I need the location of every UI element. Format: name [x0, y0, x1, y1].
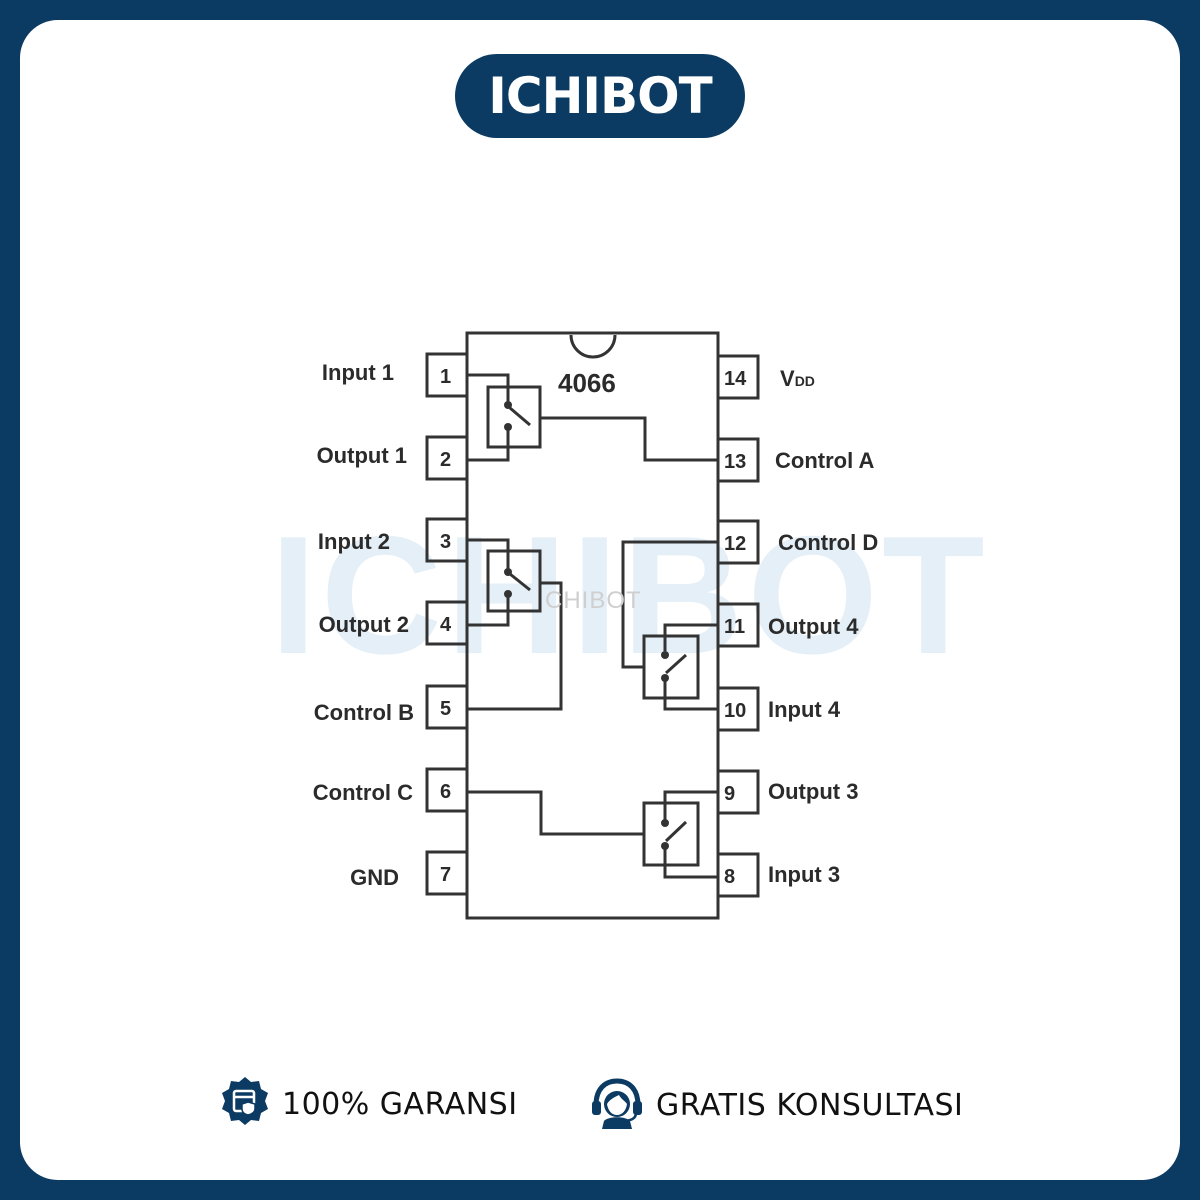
pin-number-1: 1: [440, 366, 451, 388]
small-watermark: CHIBOT: [545, 587, 642, 614]
pin-number-4: 4: [440, 614, 452, 636]
chip-name: 4066: [558, 368, 616, 398]
pin-box-14: [716, 354, 760, 400]
product-card: ICHIBOT ICHIBOT: [20, 20, 1180, 1180]
brand-name: ICHIBOT: [488, 67, 712, 125]
pin-label-12: Control D: [778, 530, 878, 555]
pin-number-10: 10: [724, 700, 746, 722]
pin-box-8: [716, 852, 760, 898]
pin-box-6: [425, 767, 469, 813]
pin-number-5: 5: [440, 698, 451, 720]
pin-label-7: GND: [350, 865, 399, 890]
switch-b: [467, 538, 563, 711]
pin-label-6: Control C: [313, 780, 413, 805]
switch-a: [467, 373, 718, 462]
headset-support-icon: [588, 1075, 646, 1136]
pin-number-7: 7: [440, 864, 451, 886]
switch-c: [467, 790, 718, 879]
pin-number-3: 3: [440, 531, 451, 553]
pin-number-2: 2: [440, 449, 451, 471]
pin-label-9: Output 3: [768, 779, 858, 804]
guarantee-text: 100% GARANSI: [282, 1087, 518, 1122]
pin-label-11: Output 4: [768, 614, 859, 639]
pin-box-7: [425, 850, 469, 896]
ic-pinout-diagram: CHIBOT 4066 1 2 3 4 5 6 7 14 13 12 11 10…: [313, 331, 878, 920]
pin-label-4: Output 2: [319, 612, 409, 637]
pin-number-8: 8: [724, 866, 735, 888]
pin-label-2: Output 1: [317, 443, 407, 468]
chip-notch: [569, 334, 617, 359]
pin-box-5: [425, 684, 469, 730]
pin-number-6: 6: [440, 781, 451, 803]
brand-logo-pill: ICHIBOT: [455, 54, 745, 138]
pin-number-11: 11: [724, 616, 745, 638]
pin-number-9: 9: [724, 783, 735, 805]
brand-watermark: ICHIBOT: [270, 501, 989, 689]
pin-number-12: 12: [724, 533, 746, 555]
guarantee-badge: 100% GARANSI: [218, 1075, 518, 1134]
pin-label-1: Input 1: [322, 360, 394, 385]
pin-label-3: Input 2: [318, 529, 390, 554]
pin-label-14: VDD: [780, 366, 815, 391]
pin-number-13: 13: [724, 451, 746, 473]
pin-box-2: [425, 435, 469, 481]
pin-label-13: Control A: [775, 448, 874, 473]
pin-number-14: 14: [724, 368, 747, 390]
pin-label-10: Input 4: [768, 697, 841, 722]
pin-box-4: [425, 600, 469, 646]
pin-label-5: Control B: [314, 700, 414, 725]
pin-label-8: Input 3: [768, 862, 840, 887]
shield-calendar-icon: [218, 1075, 272, 1134]
consultation-badge: GRATIS KONSULTASI: [588, 1075, 963, 1136]
switch-d: [621, 540, 718, 711]
consultation-text: GRATIS KONSULTASI: [656, 1088, 964, 1123]
